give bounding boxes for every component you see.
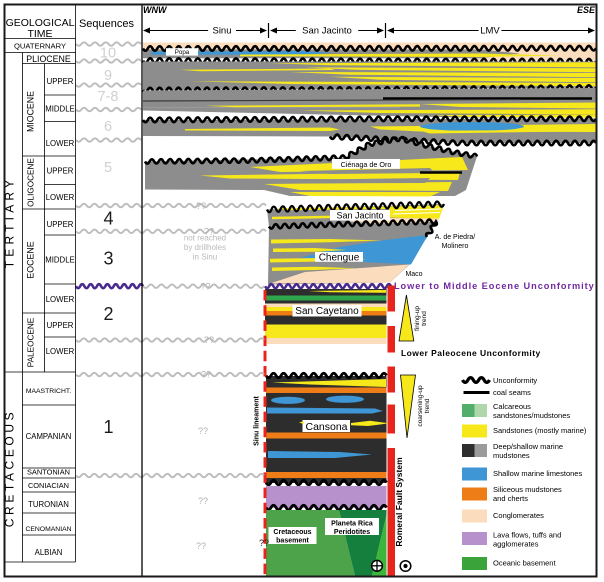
svg-text:Sandstones (mostly marine): Sandstones (mostly marine) bbox=[493, 426, 587, 435]
svg-text:Calcareous: Calcareous bbox=[493, 402, 531, 411]
svg-text:sandstones/mudstones: sandstones/mudstones bbox=[493, 411, 570, 420]
svg-text:Sinu lineament: Sinu lineament bbox=[254, 395, 261, 445]
svg-text:Lower Paleocene Unconformity: Lower Paleocene Unconformity bbox=[401, 348, 541, 358]
svg-text:TIME: TIME bbox=[27, 28, 52, 40]
svg-text:5: 5 bbox=[104, 160, 112, 176]
svg-text:and cherts: and cherts bbox=[493, 494, 528, 503]
svg-text:trend: trend bbox=[424, 398, 431, 413]
svg-text:San Jacinto: San Jacinto bbox=[336, 211, 383, 221]
svg-text:??: ?? bbox=[259, 538, 269, 548]
svg-text:PLIOCENE: PLIOCENE bbox=[26, 54, 71, 64]
svg-text:1: 1 bbox=[103, 417, 113, 437]
svg-text:in Sinu: in Sinu bbox=[193, 253, 217, 262]
svg-text:UPPER: UPPER bbox=[47, 167, 74, 176]
svg-text:MIDDLE: MIDDLE bbox=[45, 256, 74, 265]
svg-text:Lava flows, tuffs and: Lava flows, tuffs and bbox=[493, 531, 561, 540]
svg-text:6: 6 bbox=[104, 119, 112, 135]
svg-text:??: ?? bbox=[204, 227, 214, 237]
svg-text:by drillholes: by drillholes bbox=[184, 243, 226, 252]
svg-text:??: ?? bbox=[201, 370, 211, 380]
svg-text:A. de Piedra/: A. de Piedra/ bbox=[435, 234, 476, 241]
svg-text:LOWER: LOWER bbox=[46, 295, 75, 304]
svg-text:Sinu: Sinu bbox=[212, 26, 231, 37]
svg-text:CRETACEOUS: CRETACEOUS bbox=[3, 409, 17, 527]
svg-text:4: 4 bbox=[103, 209, 113, 229]
svg-text:MAASTRICHT.: MAASTRICHT. bbox=[26, 388, 71, 395]
svg-text:Unconformity: Unconformity bbox=[493, 376, 537, 385]
svg-text:Cretaceous: Cretaceous bbox=[273, 529, 311, 536]
svg-text:fining-up: fining-up bbox=[414, 306, 421, 331]
svg-text:ALBIAN: ALBIAN bbox=[35, 548, 63, 557]
svg-text:MIOCENE: MIOCENE bbox=[26, 91, 36, 132]
svg-text:7-8: 7-8 bbox=[98, 89, 119, 105]
svg-text:Conglomerates: Conglomerates bbox=[493, 511, 544, 520]
svg-text:not reached: not reached bbox=[184, 234, 226, 243]
svg-text:Maco: Maco bbox=[405, 271, 422, 278]
svg-text:??: ?? bbox=[198, 496, 208, 506]
svg-text:San Jacinto: San Jacinto bbox=[302, 26, 352, 37]
svg-text:MIDDLE: MIDDLE bbox=[45, 105, 74, 114]
svg-text:??: ?? bbox=[204, 335, 214, 345]
svg-text:LOWER: LOWER bbox=[46, 193, 75, 202]
svg-text:trend: trend bbox=[421, 311, 428, 326]
svg-text:??: ?? bbox=[196, 201, 206, 211]
svg-text:LOWER: LOWER bbox=[46, 139, 75, 148]
svg-text:Peridotites: Peridotites bbox=[334, 529, 370, 536]
svg-text:TURONIAN: TURONIAN bbox=[28, 500, 69, 509]
svg-text:San Cayetano: San Cayetano bbox=[295, 306, 359, 317]
svg-text:CENOMANIAN: CENOMANIAN bbox=[25, 526, 71, 533]
svg-text:QUATERNARY: QUATERNARY bbox=[14, 42, 66, 51]
svg-text:Deep/shallow marine: Deep/shallow marine bbox=[493, 442, 563, 451]
svg-text:Cansona: Cansona bbox=[305, 421, 347, 433]
svg-text:3: 3 bbox=[103, 249, 113, 269]
svg-text:coarsening-up: coarsening-up bbox=[417, 385, 424, 427]
svg-text:Molinero: Molinero bbox=[442, 243, 469, 250]
svg-text:CONIACIAN: CONIACIAN bbox=[28, 481, 69, 490]
svg-text:CAMPANIAN: CAMPANIAN bbox=[26, 432, 72, 441]
svg-text:??: ?? bbox=[196, 541, 206, 551]
svg-text:mudstones: mudstones bbox=[493, 451, 530, 460]
svg-text:LOWER: LOWER bbox=[46, 347, 75, 356]
svg-text:coal seams: coal seams bbox=[493, 388, 531, 397]
svg-text:agglomerates: agglomerates bbox=[493, 540, 539, 549]
svg-text:??: ?? bbox=[198, 426, 208, 436]
svg-text:SANTONIAN: SANTONIAN bbox=[27, 468, 70, 477]
svg-text:Siliceous mudstones: Siliceous mudstones bbox=[493, 485, 562, 494]
svg-text:basement: basement bbox=[276, 538, 309, 545]
svg-text:2: 2 bbox=[103, 304, 113, 324]
svg-text:UPPER: UPPER bbox=[47, 220, 74, 229]
svg-text:Chengue: Chengue bbox=[319, 252, 360, 263]
svg-text:Shallow marine limestones: Shallow marine limestones bbox=[493, 469, 582, 478]
svg-text:WNW: WNW bbox=[143, 5, 168, 15]
svg-text:Romeral Fault System: Romeral Fault System bbox=[394, 457, 404, 547]
svg-text:Popa: Popa bbox=[175, 49, 190, 56]
svg-text:UPPER: UPPER bbox=[47, 321, 74, 330]
svg-text:Sequences: Sequences bbox=[79, 18, 135, 30]
svg-text:10: 10 bbox=[100, 46, 116, 62]
svg-text:Planeta Rica: Planeta Rica bbox=[331, 521, 373, 528]
svg-text:ESE: ESE bbox=[577, 5, 596, 15]
svg-text:LMV: LMV bbox=[480, 26, 500, 37]
svg-text:OLIGOCENE: OLIGOCENE bbox=[27, 158, 36, 207]
svg-text:PALEOCENE: PALEOCENE bbox=[27, 317, 36, 367]
svg-text:Ciénaga de Oro: Ciénaga de Oro bbox=[341, 160, 392, 169]
svg-text:EOCENE: EOCENE bbox=[26, 241, 36, 278]
svg-text:GEOLOGICAL: GEOLOGICAL bbox=[6, 17, 75, 29]
svg-text:TERTIARY: TERTIARY bbox=[3, 176, 17, 269]
svg-text:Lower to Middle Eocene Unconfo: Lower to Middle Eocene Unconformity bbox=[394, 281, 595, 291]
svg-text:Oceanic basement: Oceanic basement bbox=[493, 559, 556, 568]
svg-text:9: 9 bbox=[104, 68, 112, 84]
svg-text:UPPER: UPPER bbox=[47, 77, 74, 86]
svg-text:??: ?? bbox=[200, 281, 210, 291]
